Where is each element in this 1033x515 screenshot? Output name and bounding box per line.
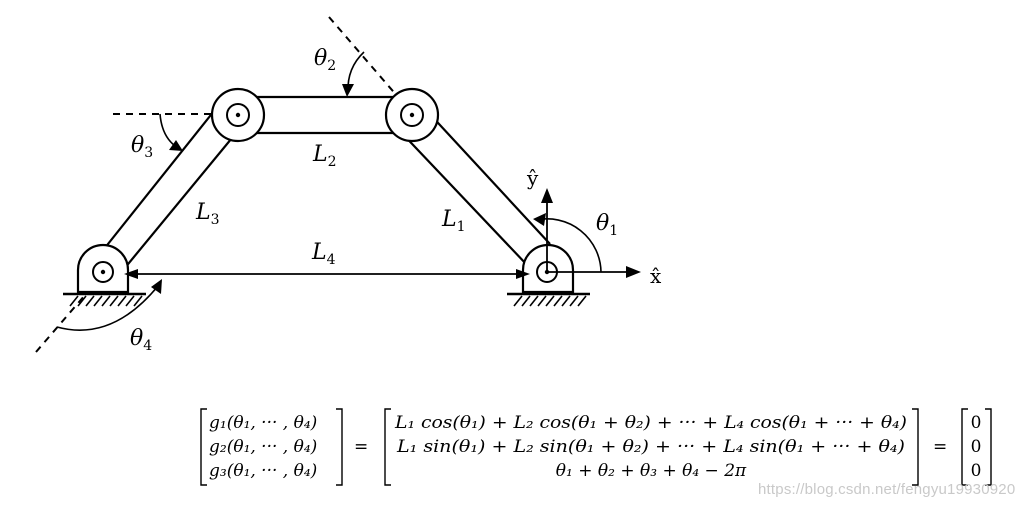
- coordinate-axes: [541, 188, 641, 278]
- lhs-row-1: g₁(θ₁, ··· , θ₄): [209, 413, 317, 433]
- theta2-reference-line: [328, 16, 399, 98]
- lhs-row-3: g₃(θ₁, ··· , θ₄): [209, 461, 317, 481]
- theta1-arrowhead: [533, 213, 546, 226]
- joint-top-left: [210, 87, 266, 143]
- x-axis-arrowhead: [626, 266, 641, 278]
- link-l1: [396, 110, 551, 267]
- link-l3: [103, 105, 242, 270]
- lhs-bracket-left: [200, 408, 207, 486]
- l3-label: L3: [195, 200, 220, 228]
- rhs-row-2: 0: [971, 437, 982, 457]
- mid-row-1: L₁ cos(θ₁) + L₂ cos(θ₁ + θ₂) + ··· + L₄ …: [394, 413, 907, 433]
- mid-row-2: L₁ sin(θ₁) + L₂ sin(θ₁ + θ₂) + ··· + L₄ …: [396, 437, 905, 457]
- lhs-row-2: g₂(θ₁, ··· , θ₄): [209, 437, 317, 457]
- theta3-label: θ3: [131, 133, 153, 161]
- rhs-row-3: 0: [971, 461, 982, 481]
- rhs-row-1: 0: [971, 413, 982, 433]
- y-axis-arrowhead: [541, 188, 553, 203]
- mid-bracket-right: [912, 408, 919, 486]
- theta4-reference-line: [35, 272, 105, 353]
- theta4-arc: [56, 285, 159, 331]
- ground-hatch-right: [507, 292, 590, 307]
- link-l2: [240, 95, 411, 135]
- l1-label: L1: [441, 207, 466, 235]
- theta2-label: θ2: [314, 46, 336, 74]
- watermark: https://blog.csdn.net/fengyu19930920: [758, 481, 1016, 498]
- equals-sign-1: =: [354, 437, 368, 457]
- x-axis-label: x̂: [650, 264, 662, 288]
- equals-sign-2: =: [933, 437, 947, 457]
- theta2-arrowhead: [342, 84, 354, 97]
- theta3-arrowhead: [169, 140, 183, 151]
- rhs-bracket-right: [985, 408, 992, 486]
- l4-label: L4: [311, 240, 336, 268]
- mid-bracket-left: [384, 408, 391, 486]
- lhs-bracket-right: [336, 408, 343, 486]
- ground-pin-left: [76, 243, 130, 294]
- l2-label: L2: [312, 142, 337, 170]
- ground-pin-right: [521, 243, 575, 294]
- ground-hatch-left: [63, 292, 146, 307]
- l4-dimension-arrow: [124, 269, 530, 279]
- joint-top-right: [384, 87, 440, 143]
- mid-row-3: θ₁ + θ₂ + θ₃ + θ₄ − 2π: [556, 461, 747, 481]
- rhs-bracket-left: [961, 408, 968, 486]
- theta1-label: θ1: [596, 211, 618, 239]
- theta1-arc: [535, 218, 602, 273]
- equation: g₁(θ₁, ··· , θ₄) g₂(θ₁, ··· , θ₄) g₃(θ₁,…: [200, 408, 992, 486]
- theta4-arrowhead: [151, 279, 162, 294]
- theta4-label: θ4: [130, 326, 152, 354]
- y-axis-label: ŷ: [526, 166, 539, 190]
